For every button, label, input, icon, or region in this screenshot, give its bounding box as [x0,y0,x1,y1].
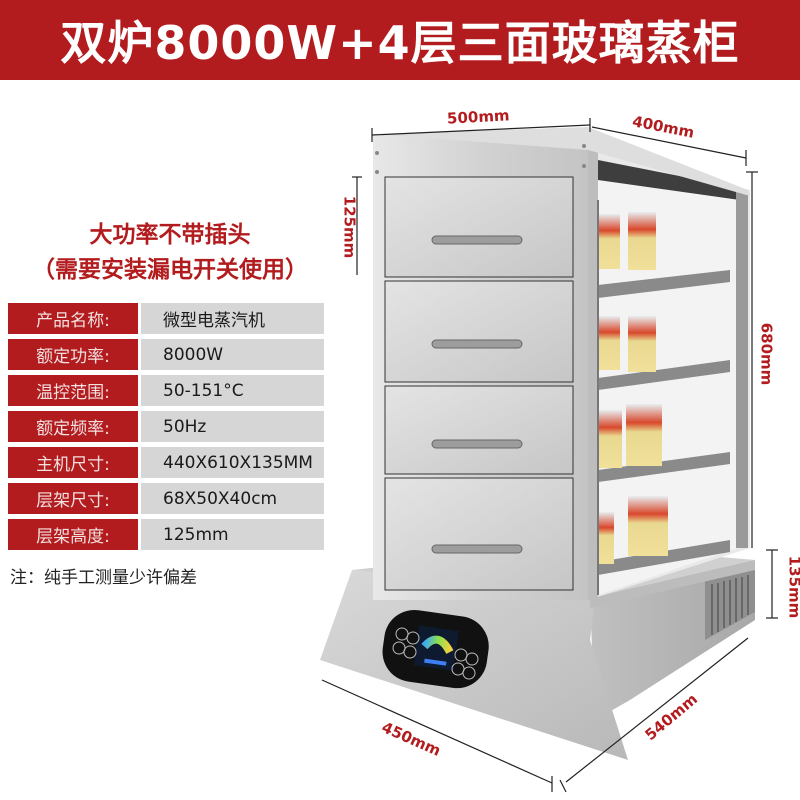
dimension-tray-height: 125mm [340,195,359,259]
spec-label: 层架尺寸: [8,483,138,514]
spec-row: 层架高度: 125mm [8,519,324,550]
cabinet-side-glass [588,150,750,600]
spec-row: 层架尺寸: 68X50X40cm [8,483,324,514]
spec-table: 产品名称: 微型电蒸汽机 额定功率: 8000W 温控范围: 50-151°C … [8,303,324,555]
jars [598,212,668,564]
spec-value: 50Hz [141,411,324,442]
dimension-base-height: 135mm [785,555,800,619]
spec-label: 层架高度: [8,519,138,550]
base-side-panel [590,560,755,720]
spec-value: 50-151°C [141,375,324,406]
spec-label: 产品名称: [8,303,138,334]
measurement-footnote: 注：纯手工测量少许偏差 [10,568,197,588]
dimension-width-top: 500mm [446,106,511,128]
spec-value: 8000W [141,339,324,370]
spec-row: 产品名称: 微型电蒸汽机 [8,303,324,334]
drawer-4 [384,477,574,591]
dimension-cabinet-height: 680mm [757,322,776,386]
drawer-2 [384,280,574,383]
spec-value: 125mm [141,519,324,550]
spec-row: 主机尺寸: 440X610X135MM [8,447,324,478]
spec-row: 额定功率: 8000W [8,339,324,370]
dimension-lines [321,118,778,793]
control-panel [382,610,489,689]
spec-row: 额定频率: 50Hz [8,411,324,442]
drawer-1 [384,176,574,278]
page-title-banner: 双炉8000W+4层三面玻璃蒸柜 [0,0,800,80]
page-title: 双炉8000W+4层三面玻璃蒸柜 [60,16,740,70]
power-notice: 大功率不带插头 [89,222,251,248]
spec-label: 额定功率: [8,339,138,370]
spec-row: 温控范围: 50-151°C [8,375,324,406]
spec-label: 温控范围: [8,375,138,406]
spec-value: 68X50X40cm [141,483,324,514]
spec-value: 440X610X135MM [141,447,324,478]
drawers [384,176,574,591]
drawer-3 [384,385,574,475]
spec-label: 主机尺寸: [8,447,138,478]
spec-value: 微型电蒸汽机 [141,303,324,334]
power-notice-detail: （需要安装漏电开关使用） [32,257,308,283]
spec-label: 额定频率: [8,411,138,442]
